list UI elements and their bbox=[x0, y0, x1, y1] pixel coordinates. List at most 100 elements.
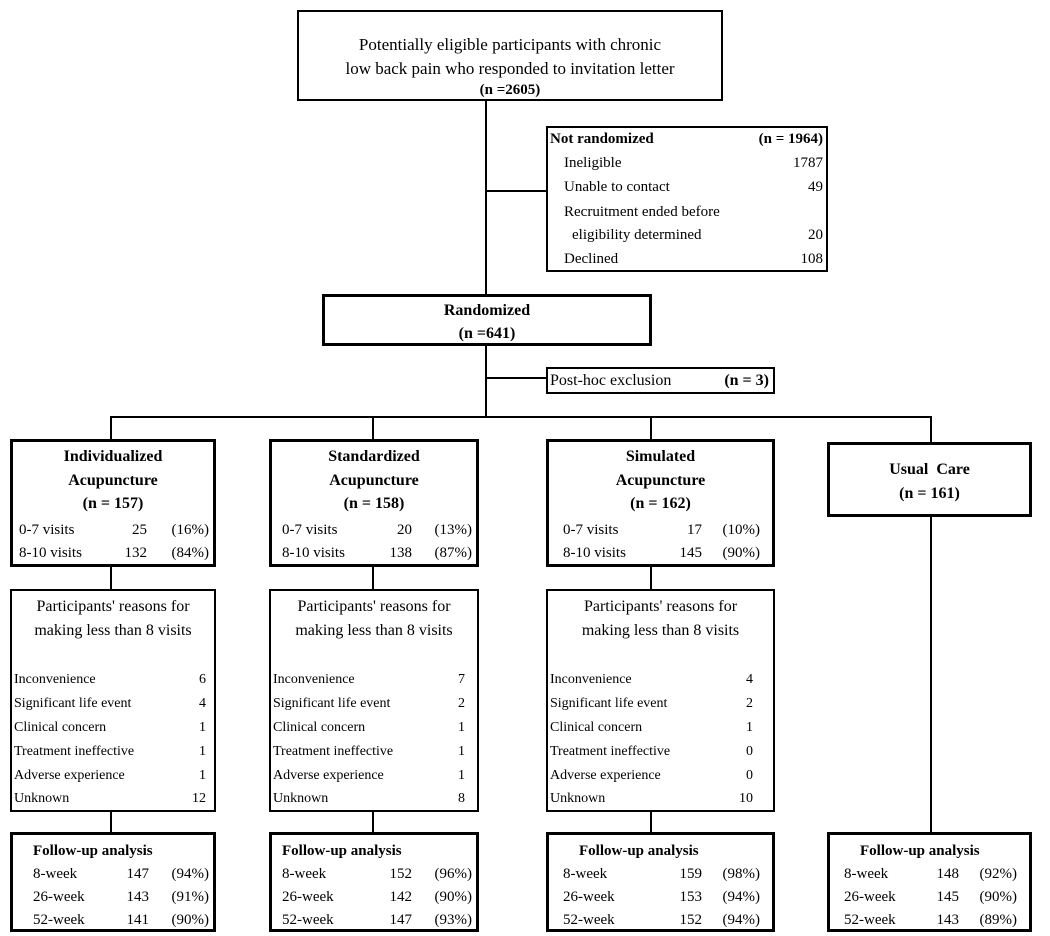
reason-value: 2 bbox=[746, 696, 753, 711]
followup-count: 142 bbox=[389, 889, 413, 905]
reasons-header-line-1: Participants' reasons for bbox=[36, 598, 190, 615]
connector-arm-3-reasons bbox=[650, 566, 652, 589]
reason-label: Inconvenience bbox=[550, 672, 632, 687]
followup-title: Follow-up analysis bbox=[860, 843, 980, 859]
reason-value: 1 bbox=[199, 768, 206, 783]
followup-count: 152 bbox=[389, 866, 413, 882]
reason-label: Treatment ineffective bbox=[273, 744, 394, 759]
visits-8-10-percent: (84%) bbox=[171, 545, 210, 561]
reason-label: Clinical concern bbox=[550, 720, 643, 735]
followup-percent: (94%) bbox=[722, 889, 761, 905]
randomized-title: Randomized bbox=[443, 302, 531, 319]
reason-label: Clinical concern bbox=[14, 720, 107, 735]
not-randomized-item-value: 49 bbox=[808, 179, 823, 195]
followup-percent: (90%) bbox=[979, 889, 1018, 905]
followup-label: 26-week bbox=[282, 889, 334, 905]
followup-count: 143 bbox=[126, 889, 150, 905]
connector-to-posthoc bbox=[485, 377, 546, 379]
arm-standardized-box: Standardized Acupuncture (n = 158) 0-7 v… bbox=[269, 439, 479, 567]
reason-label: Significant life event bbox=[273, 696, 391, 711]
followup-title: Follow-up analysis bbox=[33, 843, 153, 859]
connector-arm-3-followup bbox=[650, 811, 652, 832]
followup-box-individualized: Follow-up analysis 8-week 147 (94%) 26-w… bbox=[10, 832, 216, 932]
connector-arm-1 bbox=[110, 416, 112, 439]
visits-0-7-count: 25 bbox=[132, 522, 147, 538]
visits-8-10-percent: (87%) bbox=[434, 545, 473, 561]
followup-label: 8-week bbox=[282, 866, 327, 882]
arm-title-1: Individualized bbox=[63, 448, 163, 465]
reason-label: Treatment ineffective bbox=[14, 744, 135, 759]
connector-top-to-randomized bbox=[485, 100, 487, 294]
reasons-header-line-2: making less than 8 visits bbox=[581, 622, 740, 639]
followup-count: 153 bbox=[679, 889, 703, 905]
reasons-box-standardized: Participants' reasons for making less th… bbox=[269, 589, 479, 812]
followup-percent: (94%) bbox=[171, 866, 210, 882]
arm-count: (n = 161) bbox=[899, 485, 960, 502]
eligible-count: (n =2605) bbox=[479, 82, 541, 98]
reason-value: 4 bbox=[746, 672, 753, 687]
arm-title-1: Usual Care bbox=[889, 461, 970, 478]
arm-count: (n = 158) bbox=[343, 495, 405, 512]
followup-count: 159 bbox=[679, 866, 703, 882]
followup-percent: (94%) bbox=[722, 912, 761, 928]
arm-count: (n = 157) bbox=[82, 495, 144, 512]
not-randomized-item-label: Ineligible bbox=[564, 155, 622, 171]
followup-count: 148 bbox=[936, 866, 960, 882]
followup-percent: (92%) bbox=[979, 866, 1018, 882]
followup-percent: (96%) bbox=[434, 866, 473, 882]
reason-value: 1 bbox=[458, 768, 465, 783]
connector-arm-2-followup bbox=[372, 811, 374, 832]
reason-value: 6 bbox=[199, 672, 206, 687]
followup-percent: (98%) bbox=[722, 866, 761, 882]
reason-label: Inconvenience bbox=[14, 672, 96, 687]
connector-arm-1-reasons bbox=[110, 566, 112, 589]
eligible-participants-box: Potentially eligible participants with c… bbox=[297, 10, 723, 101]
reason-label: Adverse experience bbox=[14, 768, 125, 783]
not-randomized-box: Not randomized (n = 1964) Ineligible 178… bbox=[546, 126, 828, 272]
followup-label: 26-week bbox=[844, 889, 896, 905]
reason-value: 4 bbox=[199, 696, 206, 711]
followup-percent: (90%) bbox=[434, 889, 473, 905]
reasons-header-line-2: making less than 8 visits bbox=[295, 622, 453, 639]
connector-arm-4-followup bbox=[930, 516, 932, 832]
followup-percent: (89%) bbox=[979, 912, 1018, 928]
followup-label: 8-week bbox=[844, 866, 889, 882]
reasons-header-line-1: Participants' reasons for bbox=[297, 598, 451, 615]
reason-value: 8 bbox=[458, 791, 465, 806]
posthoc-label: Post-hoc exclusion bbox=[550, 372, 672, 389]
eligible-line-1: Potentially eligible participants with c… bbox=[358, 35, 662, 54]
reason-label: Treatment ineffective bbox=[550, 744, 671, 759]
connector-arm-3 bbox=[650, 416, 652, 439]
visits-0-7-percent: (13%) bbox=[434, 522, 473, 538]
arm-title-2: Acupuncture bbox=[329, 472, 419, 489]
not-randomized-item-label: Unable to contact bbox=[564, 179, 670, 195]
visits-8-10-percent: (90%) bbox=[722, 545, 761, 561]
followup-count: 147 bbox=[126, 866, 150, 882]
arm-title-2: Acupuncture bbox=[615, 472, 706, 489]
arm-simulated-box: Simulated Acupuncture (n = 162) 0-7 visi… bbox=[546, 439, 775, 567]
not-randomized-item-label: Declined bbox=[564, 251, 619, 267]
followup-label: 26-week bbox=[33, 889, 85, 905]
reason-label: Significant life event bbox=[14, 696, 132, 711]
arm-usual-care-box: Usual Care (n = 161) bbox=[827, 442, 1032, 517]
arm-title-1: Standardized bbox=[328, 448, 420, 465]
followup-percent: (90%) bbox=[171, 912, 210, 928]
followup-count: 152 bbox=[679, 912, 703, 928]
reason-label: Significant life event bbox=[550, 696, 668, 711]
not-randomized-item-value: 1787 bbox=[793, 155, 823, 171]
randomized-count: (n =641) bbox=[458, 325, 516, 342]
reason-value: 1 bbox=[458, 744, 465, 759]
visits-8-10-count: 145 bbox=[679, 545, 703, 561]
not-randomized-item-value: 108 bbox=[800, 251, 824, 267]
reason-value: 12 bbox=[192, 791, 206, 806]
reason-label: Unknown bbox=[273, 791, 329, 806]
reason-value: 1 bbox=[458, 720, 465, 735]
not-randomized-count: (n = 1964) bbox=[758, 131, 823, 147]
reasons-box-individualized: Participants' reasons for making less th… bbox=[10, 589, 216, 812]
visits-0-7-label: 0-7 visits bbox=[19, 522, 75, 538]
connector-randomized-to-arms bbox=[485, 345, 487, 417]
not-randomized-item-label: Recruitment ended before bbox=[564, 204, 720, 220]
connector-to-not-randomized bbox=[485, 190, 546, 192]
not-randomized-item-value: 20 bbox=[808, 227, 823, 243]
connector-arm-2-reasons bbox=[372, 566, 374, 589]
